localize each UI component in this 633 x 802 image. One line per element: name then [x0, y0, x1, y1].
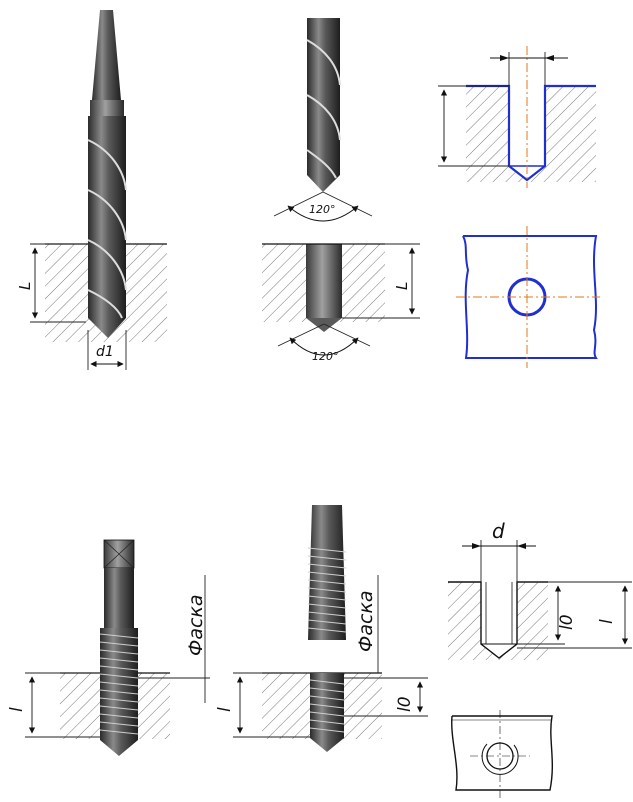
label-chamfer-left: Фаска — [185, 594, 207, 656]
tap-shank — [104, 568, 134, 628]
tap-upper-body — [308, 505, 346, 640]
tap-threads — [99, 633, 139, 735]
label-l-left: l — [7, 707, 27, 712]
threaded-hole-section: d l0 l — [448, 519, 632, 660]
angle-arc-bottom — [289, 337, 359, 356]
tap-in-hole: Фаска l — [7, 539, 210, 756]
label-angle-bottom: 120° — [312, 350, 339, 363]
drill-fluted-body — [88, 116, 126, 338]
drilled-hole — [306, 244, 342, 318]
hole-top-view — [456, 226, 600, 368]
label-L-2: L — [393, 282, 411, 290]
drill-tip-flute — [306, 39, 341, 179]
label-angle-top: 120° — [309, 203, 336, 216]
threaded-hole-outer-arc — [481, 743, 519, 775]
label-d1: d1 — [96, 344, 114, 360]
drill-neck — [90, 100, 124, 116]
label-d: d — [492, 519, 505, 543]
drill-taper-shank — [92, 10, 121, 100]
tap-above-hole: Фаска l l0 — [215, 505, 428, 752]
blind-hole-section — [438, 46, 596, 188]
tap-upper-threads — [307, 547, 347, 633]
drilled-hole-tip — [306, 318, 342, 332]
plate-outline — [462, 235, 598, 359]
angle-arc-top — [287, 205, 359, 222]
label-l0-middle: l0 — [395, 696, 415, 712]
label-chamfer-right: Фаска — [355, 590, 377, 652]
label-l0-right: l0 — [557, 614, 577, 630]
threaded-hole-top-view — [451, 710, 553, 798]
label-l-middle: l — [215, 707, 235, 712]
drill-flute — [87, 139, 127, 319]
drill-tip-figure: 120° L 120° — [262, 18, 420, 363]
label-L: L — [16, 282, 34, 290]
threaded-hole — [310, 673, 344, 752]
label-l-right: l — [597, 619, 617, 624]
drill-in-workpiece: L d1 — [16, 10, 167, 370]
